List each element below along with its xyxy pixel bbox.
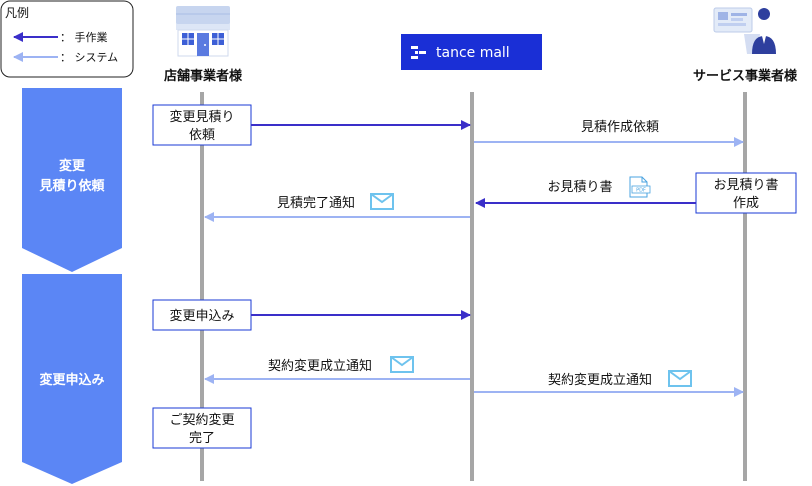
contract-done-box: ご契約変更 完了 — [152, 407, 252, 449]
order-request-text: 変更申込み — [169, 308, 234, 324]
service-create-text-2: 作成 — [733, 196, 759, 211]
mail-icon — [390, 356, 414, 373]
tance-mall-logo-icon — [411, 46, 426, 59]
office-worker-icon — [713, 7, 776, 54]
store-actor-label: 店舗事業者様 — [164, 68, 243, 84]
service-create-box: お見積り書 作成 — [695, 172, 797, 214]
store-actor: 店舗事業者様 — [164, 6, 243, 84]
legend-manual-label: ： 手作業 — [60, 30, 108, 44]
service-actor-label: サービス事業者様 — [693, 68, 798, 84]
platform-actor: tance mall — [401, 34, 542, 70]
legend-title: 凡例 — [5, 6, 29, 20]
store-request-box: 変更見積り 依頼 — [152, 104, 252, 146]
legend: 凡例 ： 手作業 ： システム — [0, 0, 134, 78]
contract-done-text-1: ご契約変更 — [169, 412, 234, 428]
store-request-text-1: 変更見積り — [169, 109, 234, 125]
mail-icon — [370, 193, 394, 210]
phase-quote-request: 変更 見積り依頼 — [22, 88, 122, 272]
quote-doc-label: お見積り書 — [547, 180, 612, 195]
legend-system-label: ： システム — [60, 51, 118, 64]
svg-text:PDF: PDF — [636, 188, 646, 194]
phase-quote-label-1: 変更 — [59, 158, 86, 174]
mail-icon — [668, 370, 692, 387]
contract-done-text-2: 完了 — [189, 431, 215, 446]
service-actor: サービス事業者様 — [693, 7, 798, 84]
quote-complete-notice-label: 見積完了通知 — [277, 195, 355, 211]
phase-quote-label-2: 見積り依頼 — [38, 178, 105, 194]
phase-order-label: 変更申込み — [39, 372, 104, 388]
quote-request-forward-label: 見積作成依頼 — [581, 120, 659, 135]
contract-notice-service-label: 契約変更成立通知 — [548, 372, 652, 388]
storefront-icon — [176, 6, 230, 57]
phase-order: 変更申込み — [22, 274, 122, 484]
platform-actor-label: tance mall — [436, 45, 510, 61]
store-request-text-2: 依頼 — [189, 128, 215, 143]
order-request-box: 変更申込み — [152, 299, 252, 331]
pdf-file-icon: PDF — [629, 176, 651, 198]
contract-notice-store-label: 契約変更成立通知 — [268, 358, 372, 374]
service-create-text-1: お見積り書 — [713, 178, 778, 193]
